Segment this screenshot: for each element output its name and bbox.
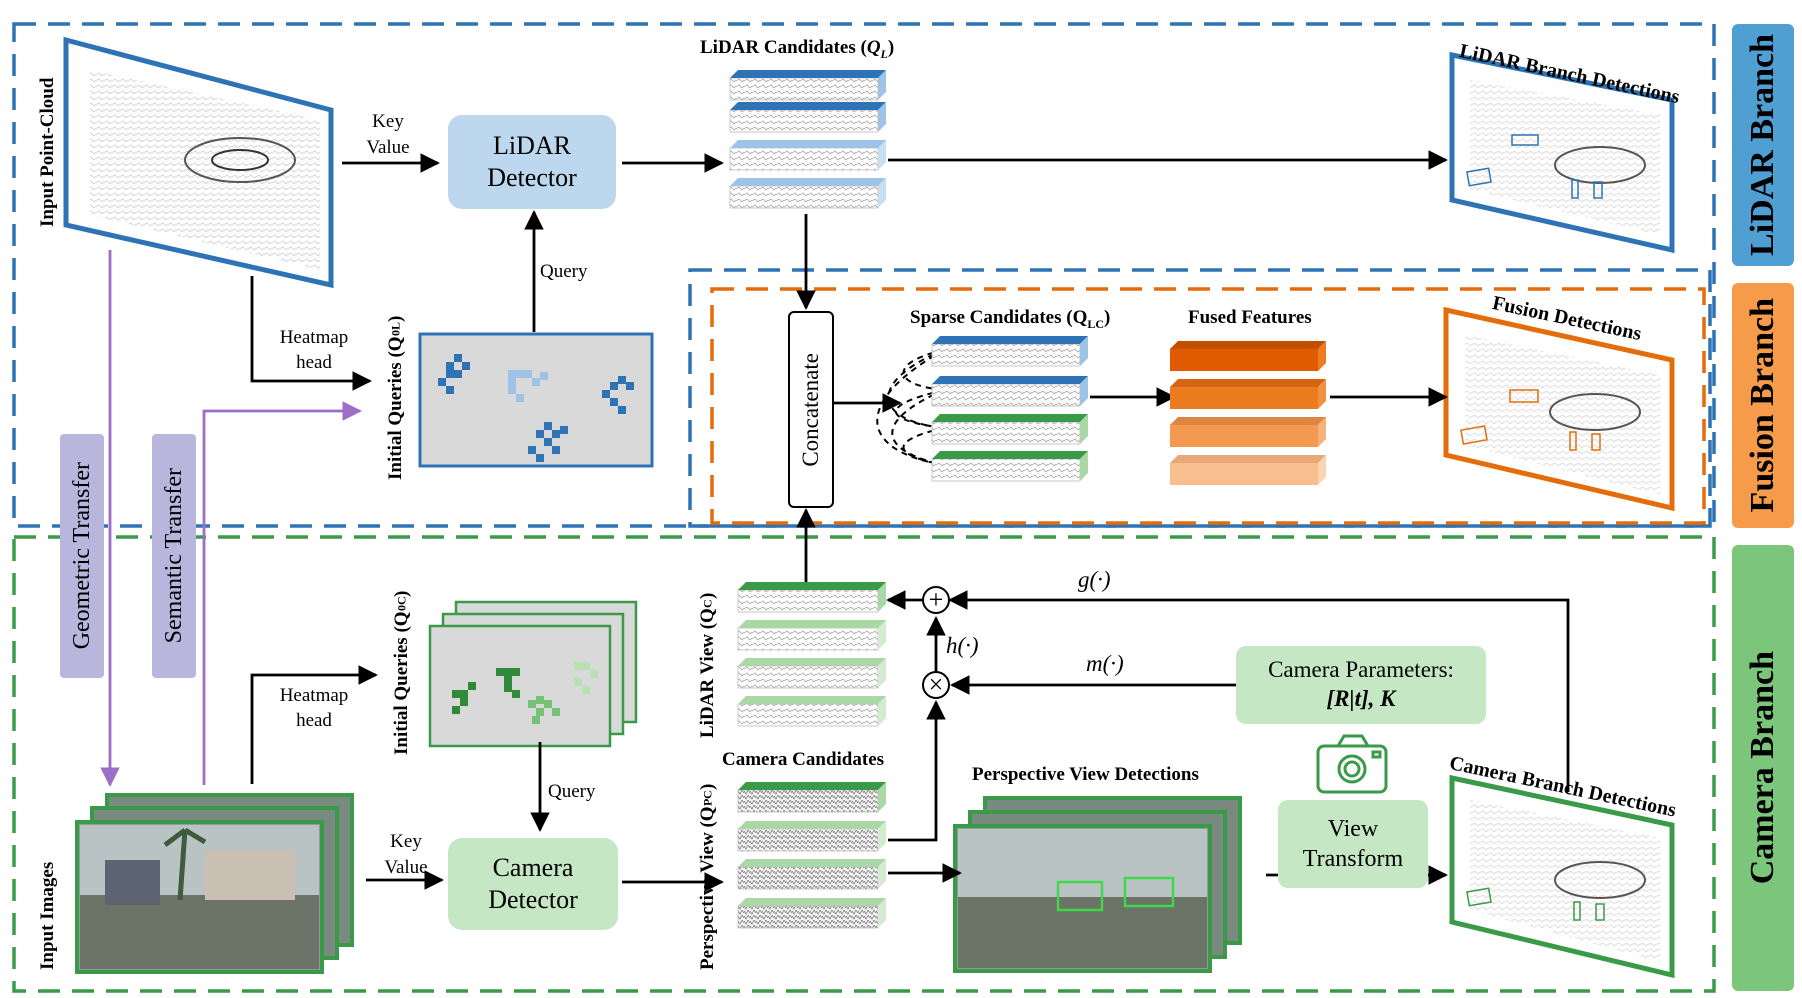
camera-branch-region [12, 535, 1716, 993]
camera-detector-line2: Detector [488, 885, 578, 914]
lidar-view-bar [737, 658, 886, 689]
lidar-head-label: head [296, 352, 332, 373]
lidar-heatmap-label: Heatmap [279, 327, 349, 348]
fused-feature-bar [1170, 379, 1326, 409]
lidar-key-label: Key [372, 111, 404, 132]
camera-candidates-title: Camera Candidates [722, 749, 885, 770]
concatenate-box: Concatenate [788, 311, 834, 508]
camera-candidate-bar [737, 821, 886, 852]
lidar-value-label: Value [366, 137, 410, 158]
point-cloud-ring [184, 137, 296, 183]
camera-branch-text: Camera Branch [1744, 651, 1781, 885]
lidar-fusion-overlap-border [688, 268, 1712, 528]
lidar-branch-text: LiDAR Branch [1744, 34, 1781, 256]
camera-candidate-bar [737, 782, 886, 813]
camera-parameters-line1: Camera Parameters: [1268, 657, 1454, 683]
camera-key-label: Key [390, 831, 422, 852]
lidar-candidate-bar [729, 140, 886, 171]
lidar-candidate-bar [729, 178, 886, 209]
camera-heatmap-label: Heatmap [279, 685, 349, 706]
sparse-candidate-bar [931, 336, 1088, 367]
camera-head-label: head [296, 710, 332, 731]
fusion-branch-region [710, 287, 1706, 525]
sparse-candidate-bar [931, 376, 1088, 407]
camera-parameters-box: Camera Parameters: [R|t], K [1236, 646, 1486, 724]
m-function-label: m(·) [1086, 651, 1124, 676]
lidar-view-bar [737, 696, 886, 727]
perspective-view-detections-title: Perspective View Detections [972, 764, 1199, 785]
camera-branch-label: Camera Branch [1732, 545, 1794, 991]
concatenate-label: Concatenate [797, 352, 823, 467]
input-images-label: Input Images [37, 861, 58, 970]
lidar-candidates-title: LiDAR Candidates (QL) [700, 37, 895, 61]
fusion-branch-label: Fusion Branch [1732, 283, 1794, 528]
times-operator: × [922, 671, 950, 699]
view-transform-line1: View [1327, 816, 1379, 842]
fusion-branch-text: Fusion Branch [1744, 298, 1781, 513]
fused-feature-bar [1170, 417, 1326, 447]
fused-features-title: Fused Features [1188, 307, 1312, 328]
semantic-transfer-box: Semantic Transfer [152, 434, 196, 678]
view-transform-line2: Transform [1302, 846, 1404, 872]
geometric-transfer-box: Geometric Transfer [60, 434, 104, 678]
lidar-candidate-bar [729, 102, 886, 133]
fused-feature-bar [1170, 341, 1326, 371]
sparse-candidates-title: Sparse Candidates (QLC) [910, 307, 1111, 331]
lidar-detector-box: LiDAR Detector [448, 115, 616, 209]
point-cloud-texture [90, 70, 320, 270]
camera-icon [1316, 734, 1388, 794]
geometric-transfer-label: Geometric Transfer [68, 462, 95, 650]
camera-value-label: Value [384, 857, 428, 878]
sparse-candidate-bar [931, 451, 1088, 482]
lidar-candidate-bar [729, 70, 886, 101]
plus-operator: + [922, 586, 950, 614]
fused-feature-bar [1170, 455, 1326, 485]
lidar-branch-region [12, 22, 1716, 528]
semantic-transfer-label: Semantic Transfer [160, 468, 187, 644]
camera-parameters-line2: [R|t], K [1326, 686, 1396, 711]
g-function-label: g(·) [1078, 567, 1111, 592]
sparse-candidate-bar [931, 414, 1088, 445]
lidar-detector-line1: LiDAR [492, 130, 571, 160]
lidar-view-bar [737, 620, 886, 651]
lidar-query-label: Query [540, 261, 588, 282]
camera-detector-line1: Camera [492, 852, 574, 882]
camera-candidate-bar [737, 898, 886, 929]
lidar-detector-line2: Detector [487, 163, 577, 192]
camera-query-label: Query [548, 781, 596, 802]
camera-candidate-bar [737, 859, 886, 890]
h-function-label: h(·) [946, 633, 979, 658]
lidar-view-bar [737, 582, 886, 613]
input-point-cloud-label: Input Point-Cloud [37, 77, 58, 227]
lidar-branch-label: LiDAR Branch [1732, 24, 1794, 266]
